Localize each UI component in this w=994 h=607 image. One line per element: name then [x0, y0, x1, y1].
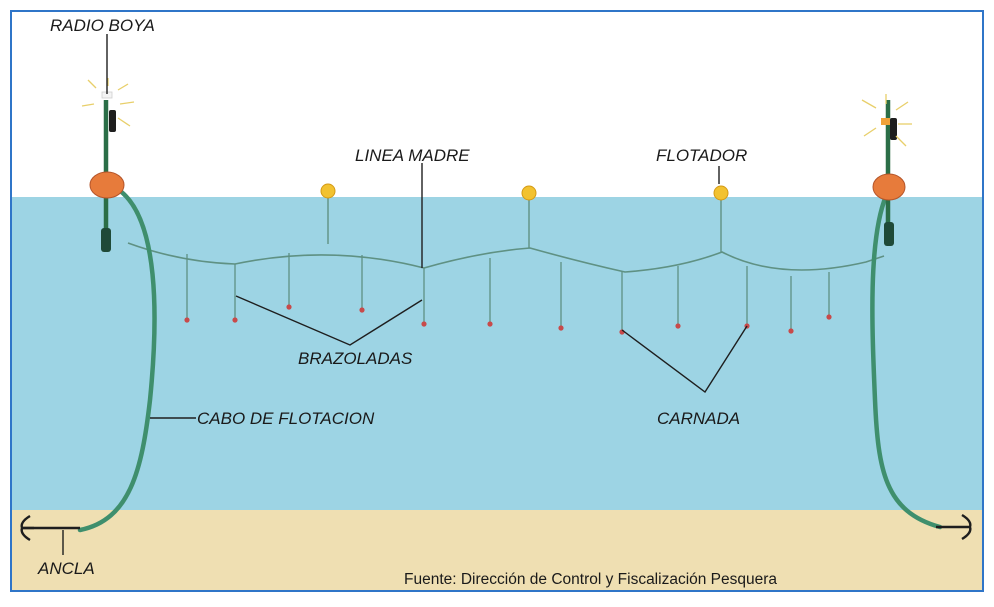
signal-flash-icon — [861, 94, 912, 147]
float-icon — [320, 183, 336, 199]
signal-ray — [863, 127, 877, 137]
sky-area — [11, 11, 983, 197]
anchor-icon — [936, 513, 972, 541]
label-brazoladas: BRAZOLADAS — [298, 349, 413, 368]
water-area — [11, 197, 983, 510]
signal-ray — [895, 135, 907, 147]
main-line — [127, 242, 885, 273]
radio-buoy-icon — [861, 94, 912, 246]
radio-buoy-icon — [81, 78, 135, 252]
float-icon — [713, 185, 729, 201]
float-icon — [521, 185, 537, 201]
float-droppers — [327, 196, 722, 252]
seabed-area — [11, 510, 983, 591]
bait-hook-icon — [421, 321, 427, 327]
buoy-ballast — [101, 228, 111, 252]
signal-flash-icon — [81, 78, 135, 127]
bait-hook-icon — [359, 307, 365, 313]
bait-hook-icon — [487, 321, 493, 327]
pointer-lines — [62, 34, 748, 555]
label-cabo-de-flotacion: CABO DE FLOTACION — [197, 409, 375, 428]
signal-ray — [117, 83, 129, 91]
label-ancla: ANCLA — [37, 559, 95, 578]
bait-hook-icon — [675, 323, 681, 329]
floats — [320, 183, 729, 201]
source-note: Fuente: Dirección de Control y Fiscaliza… — [404, 571, 777, 588]
signal-ray — [87, 79, 97, 89]
bait-hook-icon — [286, 304, 292, 310]
signal-ray — [81, 103, 95, 107]
buoy-ballast — [884, 222, 894, 246]
anchor-icon — [20, 514, 80, 542]
buoy-rope-right — [870, 193, 943, 530]
bait-hook-icon — [826, 314, 832, 320]
radio-transmitter — [109, 110, 116, 132]
radio-transmitter — [890, 118, 897, 140]
signal-ray — [117, 117, 131, 127]
bait-hook-icon — [788, 328, 794, 334]
signal-ray — [861, 99, 877, 109]
signal-ray — [895, 101, 909, 111]
buoy-body — [872, 173, 906, 201]
label-flotador: FLOTADOR — [656, 146, 747, 165]
figure-frame — [10, 10, 984, 592]
anchor-flukes — [961, 513, 972, 541]
bait-hook-icon — [232, 317, 238, 323]
flash-lamp — [881, 118, 890, 125]
label-radio-boya: RADIO BOYA — [50, 16, 155, 35]
pointer-brazoladas — [235, 295, 423, 346]
bait-hook-icon — [184, 317, 190, 323]
branch-lines — [184, 253, 832, 335]
buoy-body — [89, 171, 125, 199]
label-carnada: CARNADA — [657, 409, 740, 428]
signal-ray — [119, 101, 135, 105]
label-linea-madre: LINEA MADRE — [355, 146, 470, 165]
bait-hook-icon — [558, 325, 564, 331]
pointer-carnada — [621, 325, 748, 394]
buoy-rope-left — [77, 185, 157, 533]
